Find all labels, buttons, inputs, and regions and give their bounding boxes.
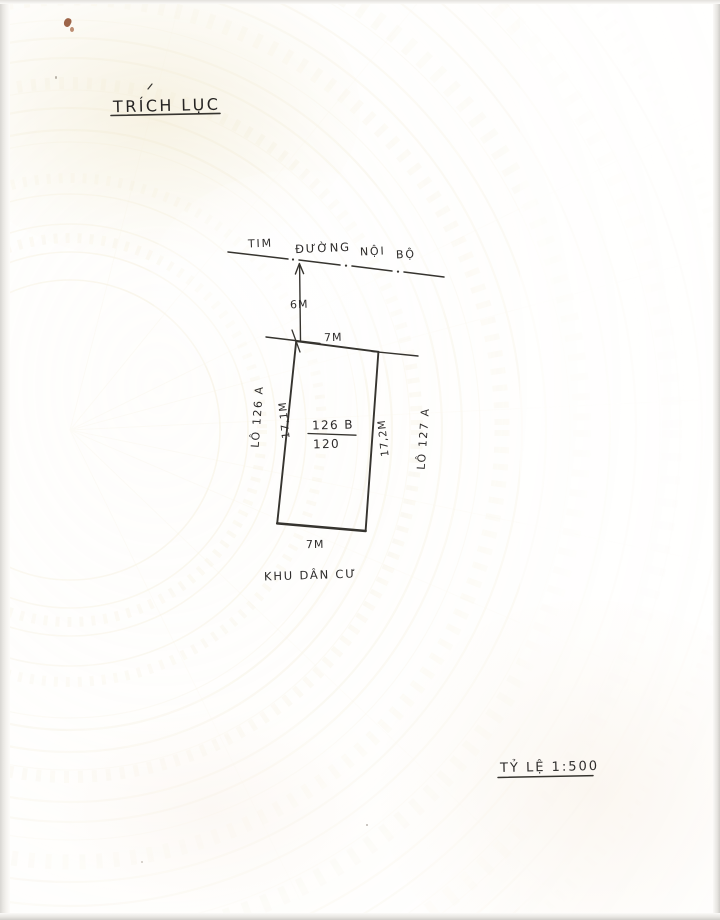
scan-edge-top (0, 0, 720, 4)
scale-underline (497, 774, 594, 779)
road-label-noi: NỘI (359, 244, 386, 259)
title-diacritic (147, 83, 153, 90)
ink-speck (141, 861, 143, 863)
dimension-bottom-edge: 7M (305, 537, 325, 552)
parcel-fraction-bar (307, 432, 357, 436)
road-label-bo: BỘ (395, 247, 417, 262)
road-label-duong: ĐƯỜNG (294, 239, 352, 257)
scan-edge-right (713, 0, 720, 920)
dimension-setback-to-road: 6M (289, 297, 309, 312)
parcel-number: 126 B (311, 417, 355, 433)
road-label-tim: TIM (247, 236, 274, 251)
parcel-denominator: 120 (312, 436, 341, 452)
ink-smudge-secondary (70, 27, 74, 32)
ink-speck (55, 76, 57, 79)
page-title: TRÍCH LỤC (112, 94, 221, 117)
scan-edge-bottom (0, 913, 720, 920)
scan-edge-left (0, 0, 10, 920)
dimension-top-edge: 7M (323, 330, 343, 345)
ink-speck (366, 824, 368, 826)
residential-area-caption: KHU DÂN CƯ (263, 566, 358, 584)
scale-note: TỶ LỆ 1:500 (499, 758, 600, 777)
